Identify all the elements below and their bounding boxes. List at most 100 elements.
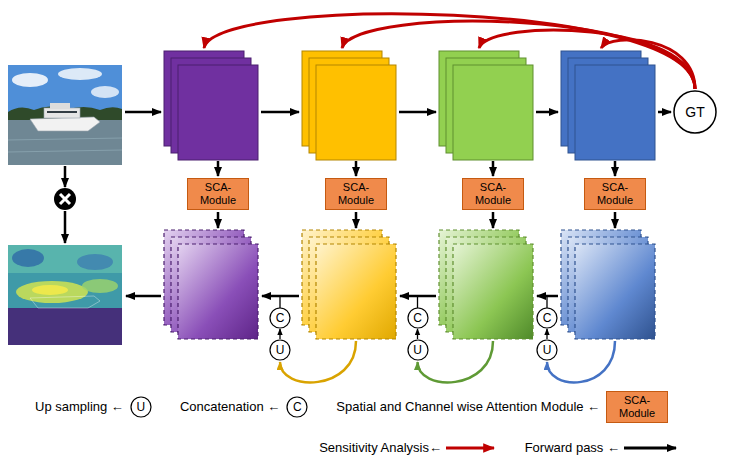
sensitivity-arrow	[204, 14, 695, 89]
ripple	[8, 138, 122, 152]
legend-entry: Sensitivity Analysis←	[319, 440, 442, 456]
feature-map	[453, 65, 533, 160]
forward-arrow	[614, 212, 617, 228]
forward-arrow	[64, 211, 67, 243]
concat-lead	[546, 296, 547, 308]
legend-text: Concatenation ←	[180, 399, 280, 414]
upsample-circle: U	[536, 339, 558, 361]
boat-windows	[47, 111, 77, 113]
legend-entry: Up sampling ←	[35, 399, 124, 415]
heatmap-band	[8, 245, 122, 273]
sensitivity-arrow	[479, 30, 695, 89]
node-label: GT	[685, 104, 704, 120]
multiply-cross	[60, 194, 70, 204]
node-label: C	[413, 311, 422, 325]
upsample-circle: U	[407, 339, 429, 361]
boat-bridge	[50, 103, 70, 109]
node-label: C	[543, 311, 552, 325]
boat-cabin	[44, 108, 80, 118]
heatmap-ground	[8, 245, 122, 345]
forward-arrow	[492, 212, 495, 228]
node-label: U	[137, 400, 146, 414]
forward-arrow	[355, 212, 358, 228]
circle-shape	[674, 91, 716, 133]
circle-shape	[131, 397, 151, 417]
decoder-stack	[439, 230, 533, 339]
upsample-circle: U	[269, 339, 291, 361]
decoder-stack	[561, 230, 655, 339]
forward-arrow	[217, 161, 220, 176]
circle-shape	[408, 308, 428, 328]
legend-attention-box: SCA- Module	[606, 391, 668, 423]
multiply-circle	[54, 188, 76, 210]
forward-arrow	[217, 212, 220, 228]
heatmap-warm	[82, 279, 118, 293]
node-label: SCA- Module	[592, 181, 638, 207]
legend-upsample-circle: U	[130, 396, 152, 418]
heatmap-output	[8, 245, 122, 345]
decoder-stack	[302, 230, 396, 339]
connector	[417, 329, 418, 339]
forward-arrow	[658, 111, 671, 114]
forward-arrow	[536, 111, 558, 114]
circle-shape	[408, 340, 428, 360]
node-label: SCA- Module	[195, 181, 241, 207]
forward-arrow	[399, 111, 436, 114]
encoder-stack	[439, 51, 533, 160]
legend-text: Forward pass ←	[525, 440, 620, 455]
feature-map	[316, 244, 396, 339]
concat-circle: C	[407, 307, 429, 329]
circle-shape	[270, 340, 290, 360]
encoder-stack	[164, 51, 258, 160]
upsample-curve	[280, 341, 356, 382]
heatmap-patch	[12, 249, 44, 267]
forward-arrow	[614, 161, 617, 176]
forward-arrow	[126, 295, 161, 298]
encoder-stack	[302, 51, 396, 160]
node-label: U	[276, 343, 285, 357]
legend-arrow-sample	[446, 447, 494, 450]
legend-text: Spatial and Channel wise Attention Modul…	[336, 399, 600, 414]
forward-arrow	[125, 111, 161, 114]
feature-map	[316, 65, 396, 160]
heatmap-low	[8, 308, 122, 345]
legend-entry: Concatenation ←	[180, 399, 280, 415]
feature-map	[178, 65, 258, 160]
heatmap-outline	[30, 296, 100, 308]
concat-circle: C	[269, 307, 291, 329]
forward-arrow	[355, 161, 358, 176]
attention-module-box: SCA- Module	[584, 178, 646, 210]
node-label: U	[543, 343, 552, 357]
legend-entry: Spatial and Channel wise Attention Modul…	[336, 399, 600, 415]
legend-entry: Forward pass ←	[525, 440, 620, 456]
node-label: C	[293, 400, 302, 414]
connector	[279, 329, 280, 339]
heatmap-patch	[77, 254, 113, 270]
legend-text: Up sampling ←	[35, 399, 124, 414]
input-photo	[8, 65, 122, 165]
sky	[8, 65, 122, 120]
feature-map	[575, 244, 655, 339]
circle-shape	[287, 397, 307, 417]
legend-text: Sensitivity Analysis←	[319, 440, 442, 455]
circle-shape	[270, 308, 290, 328]
forward-arrow	[64, 166, 67, 187]
node-label: C	[276, 311, 285, 325]
attention-module-box: SCA- Module	[325, 178, 387, 210]
connector	[546, 329, 547, 339]
circle-shape	[537, 340, 557, 360]
legend-arrow-sample	[624, 447, 676, 450]
node-label: U	[413, 343, 422, 357]
legend-concat-circle: C	[286, 396, 308, 418]
upsample-curve	[418, 341, 494, 382]
ground-truth-circle: GT	[673, 90, 717, 134]
multiply-symbol	[54, 188, 76, 210]
cloud	[12, 73, 48, 87]
forward-arrow	[261, 111, 299, 114]
heatmap-hot	[32, 285, 68, 295]
attention-module-box: SCA- Module	[462, 178, 524, 210]
feature-map	[453, 244, 533, 339]
cloud	[91, 86, 119, 98]
